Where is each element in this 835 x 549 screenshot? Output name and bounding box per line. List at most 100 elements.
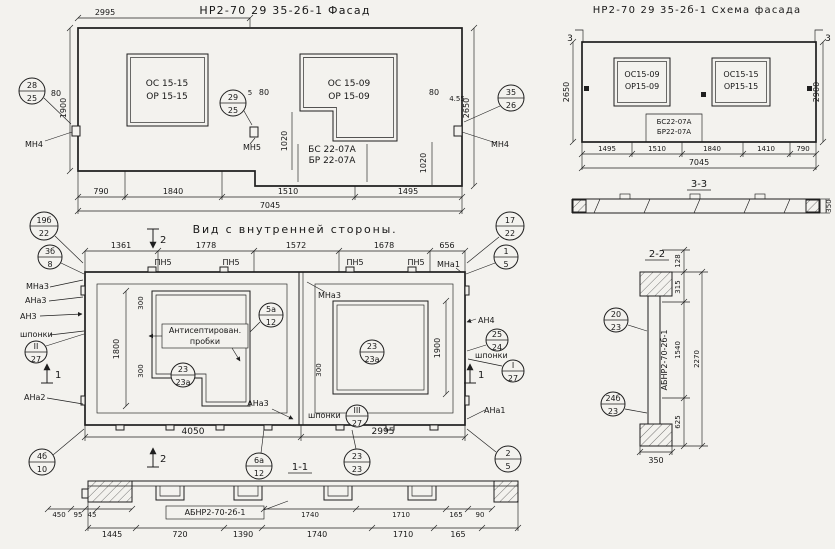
facade-balcony-mark1: БС 22-07А	[308, 145, 356, 155]
svg-text:27: 27	[352, 419, 362, 428]
inner-pn5-4: ПН5	[407, 258, 424, 267]
facade-window-right-mark1: ОС 15-09	[328, 79, 371, 89]
facade-anchor-mn4-left: МН4	[25, 140, 43, 149]
facade-window-right-mark2: ОР 15-09	[328, 92, 370, 102]
antiseptic-note: Антисептирован. пробки	[161, 323, 249, 349]
svg-text:24б: 24б	[605, 394, 620, 403]
svg-text:2: 2	[505, 449, 510, 458]
scheme-balcony-mark2: БР22-07А	[657, 128, 691, 136]
callout-6a-12: 6а 12	[245, 452, 273, 480]
svg-text:II: II	[34, 342, 39, 351]
svg-text:1: 1	[55, 370, 61, 381]
svg-text:5: 5	[503, 260, 508, 269]
sec11-dim-165: 165	[449, 511, 462, 519]
sec22-dim-625: 625	[674, 415, 682, 428]
inner-label-ana1-bottom: АНа1	[484, 406, 505, 415]
scheme-dim-1410: 1410	[757, 145, 775, 153]
sec22-dim-315: 315	[674, 280, 682, 293]
section-3-3-dim-350: 350	[825, 199, 833, 212]
svg-text:25: 25	[228, 106, 238, 115]
callout-23-23a-left: 23 23а	[170, 362, 196, 388]
svg-text:22: 22	[39, 229, 49, 238]
svg-text:I: I	[512, 361, 514, 370]
inner-dim-1678: 1678	[374, 241, 394, 250]
callout-23-23a-right: 23 23а	[359, 339, 385, 365]
scheme-window-left-mark2: ОР15-09	[625, 82, 659, 91]
svg-text:25: 25	[492, 330, 502, 339]
svg-text:2: 2	[160, 454, 166, 465]
scheme-balcony-mark1: БС22-07А	[657, 118, 692, 126]
inner-label-ana3-left: АНа3	[25, 296, 46, 305]
section-mark-2-top: 2	[147, 228, 166, 249]
svg-text:6а: 6а	[254, 456, 264, 465]
svg-text:23а: 23а	[175, 378, 190, 387]
sec22-dim-1540: 1540	[674, 341, 682, 359]
sec11-dim-45: 45	[88, 511, 97, 519]
scheme-dim-2650: 2650	[562, 82, 571, 102]
svg-text:3б: 3б	[45, 247, 55, 256]
sec11-dim-1740b: 1740	[307, 530, 327, 539]
facade-dim-455: 4.55	[449, 95, 465, 103]
facade-dim-1840: 1840	[163, 187, 183, 196]
sec11-dim-95: 95	[74, 511, 83, 519]
svg-text:12: 12	[254, 469, 264, 478]
inner-view-title: Вид с внутренней стороны.	[193, 223, 398, 236]
sec11-dim-720: 720	[172, 530, 187, 539]
inner-dim-1800: 1800	[112, 339, 121, 359]
svg-text:5: 5	[505, 462, 510, 471]
inner-dim-1900: 1900	[433, 338, 442, 358]
sec11-dim-1445: 1445	[102, 530, 122, 539]
facade-dim-1020-right: 1020	[419, 153, 428, 173]
callout-2-5: 2 5	[494, 445, 522, 473]
svg-text:5а: 5а	[266, 305, 276, 314]
inner-dim-1778: 1778	[196, 241, 216, 250]
svg-text:Антисептирован.: Антисептирован.	[169, 326, 241, 335]
section-mark-1-right: 1	[464, 363, 484, 384]
section-1-1-title: 1-1	[292, 462, 308, 473]
facade-dim-5: 5	[248, 89, 252, 97]
sec11-dim-1390: 1390	[233, 530, 253, 539]
facade-anchor-mn5: МН5	[243, 143, 261, 152]
svg-text:12: 12	[266, 318, 276, 327]
scheme-dim-1840: 1840	[703, 145, 721, 153]
section-mark-2-bottom: 2	[147, 447, 166, 468]
section-2-2-view: 2-2 20 23 24б 23 АБНР2-70-2б-1 128 315 1…	[600, 246, 708, 465]
svg-text:29: 29	[228, 93, 238, 102]
sec22-dim-2270: 2270	[693, 350, 701, 368]
scheme-section-mark-left: 3	[567, 34, 573, 44]
svg-text:26: 26	[506, 101, 516, 110]
scheme-dim-1510: 1510	[648, 145, 666, 153]
inner-dim-1572: 1572	[286, 241, 306, 250]
facade-dim-1900: 1900	[59, 98, 68, 118]
facade-dim-1510: 1510	[278, 187, 298, 196]
facade-title: НР2-70 29 35-2б-1 Фасад	[199, 4, 370, 17]
scheme-dim-790: 790	[796, 145, 809, 153]
svg-text:23: 23	[608, 407, 618, 416]
svg-text:пробки: пробки	[190, 337, 220, 346]
sec11-dim-450: 450	[52, 511, 65, 519]
svg-text:10: 10	[37, 465, 47, 474]
svg-text:2: 2	[160, 235, 166, 246]
section-2-2-linework	[624, 246, 708, 456]
section-mark-1-left: 1	[41, 363, 61, 384]
svg-text:4б: 4б	[37, 452, 47, 461]
scheme-window-right-mark2: ОР15-15	[724, 82, 758, 91]
callout-I-27: I 27	[501, 359, 525, 383]
sec22-label-abnr: АБНР2-70-2б-1	[660, 330, 669, 391]
callout-II-27: II 27	[24, 340, 48, 364]
scheme-title: НР2-70 29 35-2б-1 Схема фасада	[593, 5, 802, 16]
inner-label-shponki-bottom: шпонки	[308, 411, 341, 420]
inner-pn5-2: ПН5	[222, 258, 239, 267]
facade-dim-80-left: 80	[51, 89, 61, 98]
callout-4b-10: 4б 10	[28, 448, 56, 476]
section-2-2-title: 2-2	[649, 249, 665, 260]
facade-window-left-mark2: ОР 15-15	[146, 92, 188, 102]
facade-dim-1495: 1495	[398, 187, 418, 196]
facade-dim-7045: 7045	[260, 201, 280, 210]
svg-text:III: III	[353, 406, 360, 415]
inner-dim-300-c: 300	[315, 363, 323, 376]
sec11-dim-1710b: 1710	[393, 530, 413, 539]
facade-linework	[43, 14, 501, 215]
svg-text:23а: 23а	[364, 355, 379, 364]
